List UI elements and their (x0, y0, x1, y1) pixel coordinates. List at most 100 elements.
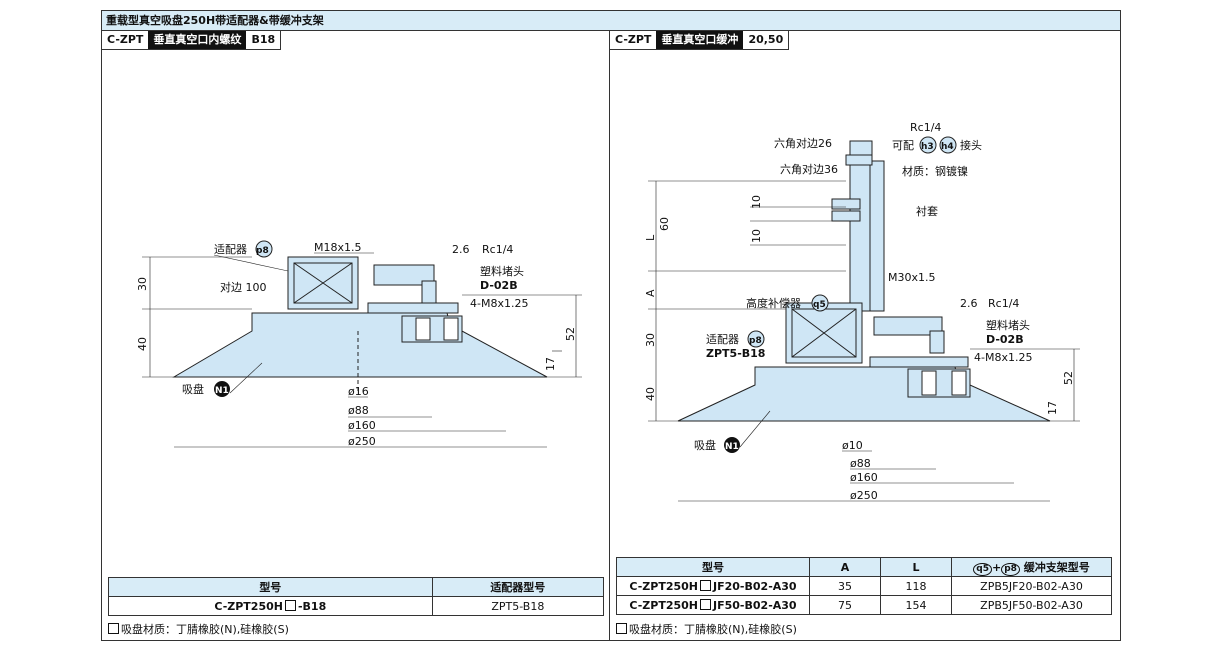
right-nut2 (831, 210, 861, 222)
right-dim26: 2.6 (960, 297, 978, 310)
right-m8: 4-M8x1.25 (974, 351, 1032, 364)
right-pad-label: 吸盘 (694, 438, 716, 452)
left-m8: 4-M8x1.25 (470, 297, 528, 310)
left-arm (373, 264, 435, 286)
left-cell-model: C-ZPT250H-B18 (108, 596, 433, 616)
left-n1-code: N1 (215, 386, 229, 396)
right-adapter-model: ZPT5-B18 (706, 347, 765, 360)
left-th-adapter: 适配器型号 (431, 577, 605, 597)
left-port (421, 280, 437, 304)
left-cell-adapter: ZPT5-B18 (431, 596, 605, 616)
q5-icon: q5 (973, 562, 992, 576)
right-q5: q5 (813, 300, 826, 310)
right-tag-row: C-ZPT 垂直真空口缓冲 20,50 (610, 31, 790, 50)
left-m18: M18x1.5 (314, 241, 362, 254)
p8-icon: p8 (1001, 562, 1020, 576)
right-cell-bracket-1: ZPB5JF50-B02-A30 (951, 595, 1112, 615)
left-d250: ø250 (348, 435, 376, 448)
left-dim26: 2.6 (452, 243, 470, 256)
right-p8: p8 (749, 336, 762, 346)
table-row: C-ZPT250H-B18 ZPT5-B18 (108, 596, 605, 616)
left-pad-label: 吸盘 (182, 382, 204, 396)
left-bolt-a (415, 317, 431, 341)
right-tag-type: 垂直真空口缓冲 (656, 31, 744, 49)
left-plate (367, 302, 459, 314)
note-box-icon (616, 623, 627, 634)
document-title: 重载型真空吸盘250H带适配器&带缓冲支架 (102, 11, 1120, 31)
left-tag-type: 垂直真空口内螺纹 (148, 31, 247, 49)
right-A: A (644, 289, 657, 297)
right-plate (869, 356, 969, 368)
left-panel: C-ZPT 垂直真空口内螺纹 B18 30 40 (102, 31, 610, 640)
right-hex-top (845, 154, 873, 166)
right-d250: ø250 (850, 489, 878, 502)
left-h52: 52 (564, 327, 577, 341)
right-hex36: 六角对边36 (780, 162, 838, 176)
left-d88: ø88 (348, 404, 369, 417)
right-rc: Rc1/4 (988, 297, 1019, 310)
document-frame: 重载型真空吸盘250H带适配器&带缓冲支架 C-ZPT 垂直真空口内螺纹 B18 (101, 10, 1121, 641)
right-rc-top: Rc1/4 (910, 121, 941, 134)
right-tag-series: C-ZPT (610, 31, 657, 49)
right-cell-A-0: 35 (809, 576, 881, 596)
left-adapter-cross2 (293, 262, 353, 304)
left-tag-code: B18 (246, 31, 281, 49)
right-cell-L-0: 118 (880, 576, 952, 596)
right-cell-L-1: 154 (880, 595, 952, 615)
right-h30: 30 (644, 333, 657, 347)
right-h3-icon (919, 136, 937, 154)
right-h40: 40 (644, 387, 657, 401)
left-h17: 17 (544, 357, 557, 371)
left-note: 吸盘材质：丁腈橡胶(N),硅橡胶(S) (106, 621, 289, 637)
right-h10a: 10 (750, 195, 763, 209)
left-drawing: 30 40 52 17 ø16 ø88 ø160 ø250 适配器 p8 对边 … (136, 240, 582, 448)
left-adapter-inner (293, 262, 353, 304)
right-th-L: L (880, 557, 952, 577)
right-cell-A-1: 75 (809, 595, 881, 615)
right-plug: 塑料堵头 (986, 318, 1030, 332)
right-comp: 高度补偿器 (746, 296, 801, 310)
right-fitting: 可配 (892, 139, 914, 152)
left-rc: Rc1/4 (482, 243, 513, 256)
right-drawing: L 60 A 30 40 10 10 52 17 ø10 ø88 ø160 ø2… (644, 121, 1080, 502)
right-n1: N1 (725, 442, 739, 452)
right-h10b: 10 (750, 229, 763, 243)
left-bolt-b (443, 317, 459, 341)
right-hex26: 六角对边26 (774, 136, 832, 150)
right-shaft (849, 140, 873, 312)
right-sleeve (869, 160, 885, 312)
right-d160: ø160 (850, 471, 878, 484)
left-tag-row: C-ZPT 垂直真空口内螺纹 B18 (102, 31, 282, 50)
right-q5-icon (811, 294, 829, 312)
left-th-model: 型号 (108, 577, 433, 597)
right-h60: 60 (658, 217, 671, 231)
left-h40: 40 (136, 337, 149, 351)
right-d02b: D-02B (986, 333, 1024, 346)
right-h4: h4 (941, 142, 954, 152)
right-pad-leader (739, 410, 771, 448)
right-nut1 (831, 198, 861, 210)
left-d160: ø160 (348, 419, 376, 432)
right-d10: ø10 (842, 439, 863, 452)
right-m30: M30x1.5 (888, 271, 936, 284)
right-arm (873, 316, 943, 336)
note-box-icon (108, 623, 119, 634)
material-box-icon (284, 599, 296, 611)
right-p8-icon (747, 330, 765, 348)
right-adapter-cross2 (791, 308, 857, 358)
right-bolt-b (951, 370, 967, 396)
left-p8-icon (255, 240, 273, 258)
left-d16: ø16 (348, 385, 369, 398)
right-port (929, 330, 945, 354)
left-plug: 塑料堵头 (480, 264, 524, 278)
left-p8-code: p8 (256, 246, 269, 256)
right-bolt-a (921, 370, 937, 396)
material-box-icon (700, 598, 712, 610)
right-th-A: A (809, 557, 881, 577)
right-note: 吸盘材质：丁腈橡胶(N),硅橡胶(S) (614, 621, 797, 637)
left-spec-table: 型号 适配器型号 C-ZPT250H-B18 ZPT5-B18 (108, 577, 605, 616)
